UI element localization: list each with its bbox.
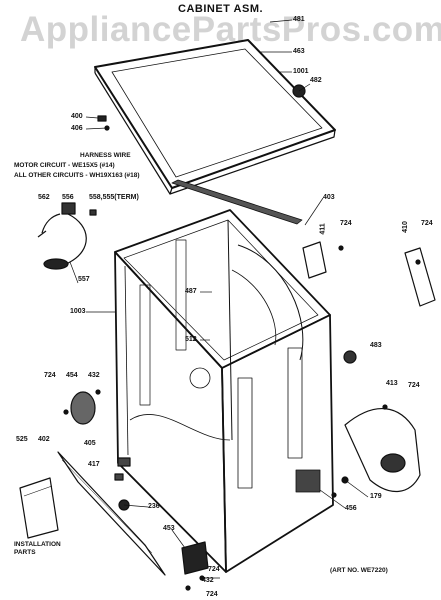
part-label-411: 411 <box>319 223 327 235</box>
part-label-724-e: 724 <box>208 566 220 573</box>
part-label-724-a: 724 <box>340 220 352 227</box>
diagram-title: CABINET ASM. <box>178 3 264 15</box>
part-label-410: 410 <box>401 221 409 233</box>
part-label-432-a: 432 <box>88 372 100 379</box>
part-405-leg <box>117 457 131 467</box>
installation-parts-label: INSTALLATION PARTS <box>14 541 61 556</box>
part-label-1003: 1003 <box>70 308 86 315</box>
part-label-402: 402 <box>38 436 50 443</box>
part-label-724-d: 724 <box>408 382 420 389</box>
part-label-417: 417 <box>88 461 100 468</box>
part-label-482: 482 <box>310 77 322 84</box>
part-402-toe-panel <box>57 451 166 576</box>
part-411-bracket <box>302 241 327 279</box>
harness-other-circuits: ALL OTHER CIRCUITS - WH19X163 (#18) <box>14 172 140 179</box>
part-453-block <box>181 541 209 575</box>
cabinet-body <box>114 209 334 573</box>
part-label-400: 400 <box>71 113 83 120</box>
part-label-525: 525 <box>16 436 28 443</box>
part-label-456: 456 <box>345 505 357 512</box>
part-label-1001: 1001 <box>293 68 309 75</box>
part-label-483: 483 <box>370 342 382 349</box>
part-label-724-c: 724 <box>44 372 56 379</box>
part-400-clip <box>97 115 107 122</box>
part-label-405: 405 <box>84 440 96 447</box>
part-label-403: 403 <box>323 194 335 201</box>
part-label-724-f: 724 <box>206 591 218 598</box>
part-label-453: 453 <box>163 525 175 532</box>
part-label-413: 413 <box>386 380 398 387</box>
part-label-512: 512 <box>185 336 197 343</box>
part-413-cover <box>344 408 421 493</box>
part-label-558: 558,555(TERM) <box>89 194 139 201</box>
harness-motor-circuit: MOTOR CIRCUIT - WE15X5 (#14) <box>14 162 115 169</box>
part-label-432-b: 432 <box>202 577 214 584</box>
part-label-724-b: 724 <box>421 220 433 227</box>
part-483-grommet <box>343 350 357 364</box>
leader-lines <box>69 19 369 579</box>
part-403-strip <box>171 179 303 225</box>
part-label-179: 179 <box>370 493 382 500</box>
part-label-406: 406 <box>71 125 83 132</box>
harness-heading: HARNESS WIRE <box>80 152 131 159</box>
part-label-562: 562 <box>38 194 50 201</box>
part-label-463: 463 <box>293 48 305 55</box>
part-454-pulley <box>70 391 96 425</box>
harness-parts <box>37 202 97 270</box>
part-label-236: 236 <box>148 503 160 510</box>
top-cover <box>94 39 336 195</box>
part-label-556: 556 <box>62 194 74 201</box>
part-label-557: 557 <box>78 276 90 283</box>
part-label-454: 454 <box>66 372 78 379</box>
part-525-bag <box>19 477 59 539</box>
part-410-bracket <box>404 247 436 307</box>
part-label-481: 481 <box>293 16 305 23</box>
part-label-487: 487 <box>185 288 197 295</box>
art-number: (ART NO. WE7220) <box>330 567 388 574</box>
